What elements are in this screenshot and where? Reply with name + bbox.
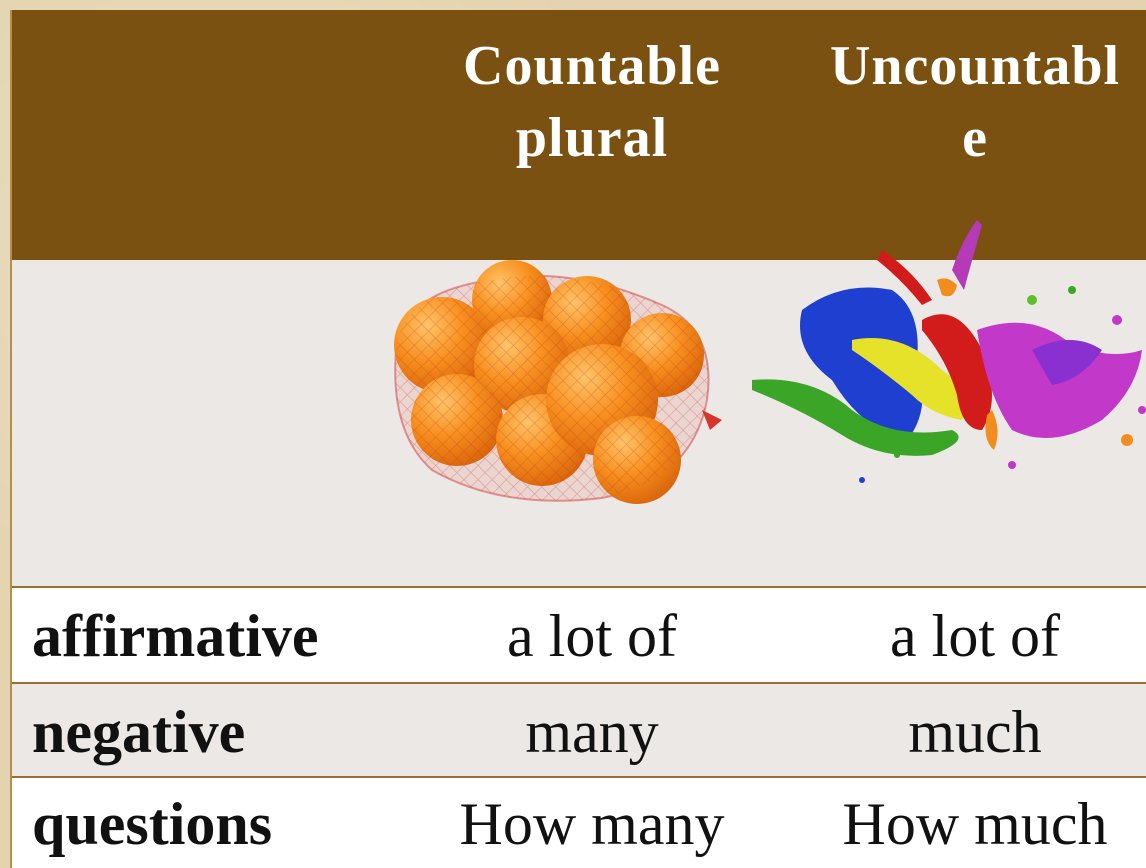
- header-uncountable: Uncountabl e: [802, 30, 1146, 174]
- row-label-affirmative: affirmative: [32, 603, 319, 669]
- header-countable-plural: Countable plural: [432, 30, 752, 174]
- cell-questions-countable: How many: [459, 791, 725, 857]
- row-label-negative: negative: [32, 699, 246, 765]
- cell-negative-countable: many: [525, 699, 659, 765]
- paint-splash-image: [752, 220, 1146, 483]
- cell-questions-uncountable: How much: [842, 791, 1108, 857]
- table-row-questions: questions How many How much: [12, 778, 1146, 868]
- cell-affirmative-uncountable: a lot of: [890, 603, 1060, 669]
- header-uncountable-line2: e: [962, 107, 988, 169]
- table-row-negative: negative many much: [12, 684, 1146, 778]
- header-uncountable-line1: Uncountabl: [829, 35, 1121, 97]
- cell-affirmative-countable: a lot of: [507, 603, 677, 669]
- table-row-affirmative: affirmative a lot of a lot of: [12, 588, 1146, 684]
- table-header-row: Countable plural Uncountabl e: [12, 10, 1146, 260]
- table-image-row: [12, 220, 1146, 588]
- cell-negative-uncountable: much: [908, 699, 1042, 765]
- grammar-table: Countable plural Uncountabl e: [10, 10, 1146, 868]
- row-label-questions: questions: [32, 791, 273, 857]
- header-countable-line2: plural: [515, 107, 669, 169]
- header-countable-line1: Countable: [463, 35, 721, 97]
- oranges-image: [394, 260, 722, 504]
